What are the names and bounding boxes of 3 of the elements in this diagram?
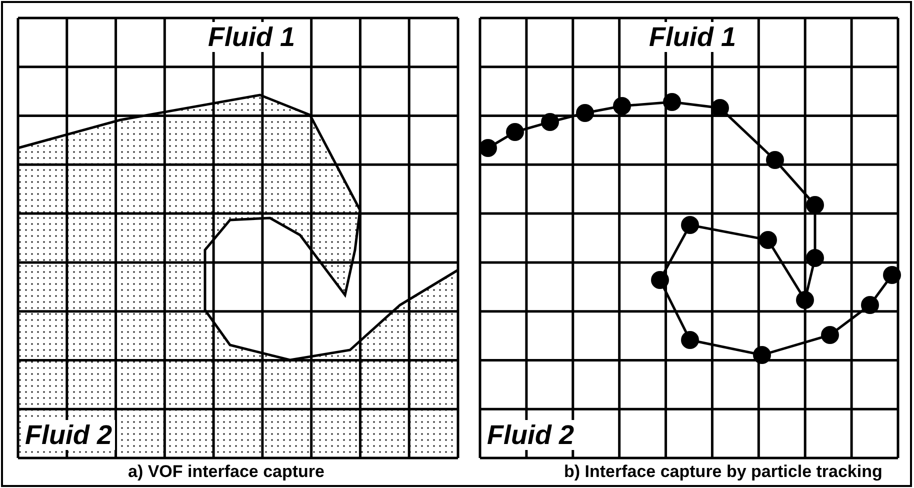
panel-caption: a) VOF interface capture (128, 462, 325, 482)
panel-caption: b) Interface capture by particle tracking (564, 462, 882, 482)
fluid-label: Fluid 2 (22, 420, 115, 450)
